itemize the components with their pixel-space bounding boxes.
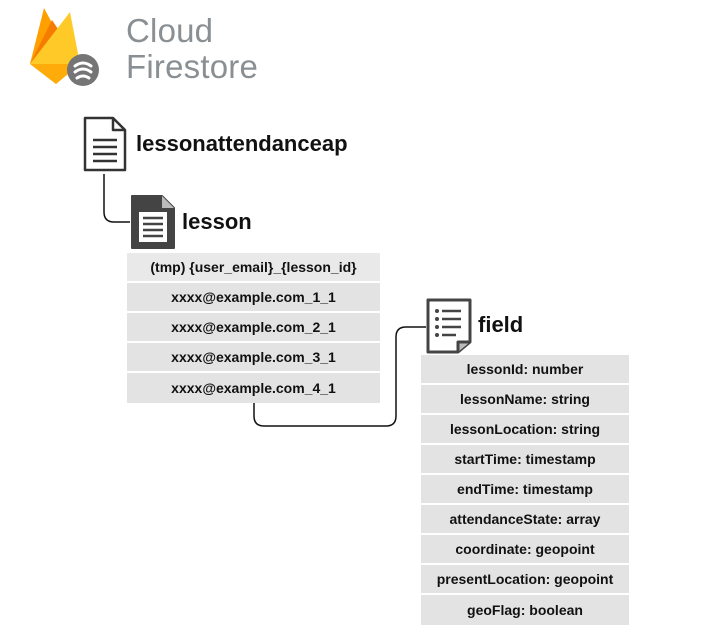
field-row-lessonlocation: lessonLocation: string (421, 415, 629, 445)
document-folded-icon (131, 195, 175, 249)
field-row-endtime: endTime: timestamp (421, 475, 629, 505)
lesson-id-pattern-header: (tmp) {user_email}_{lesson_id} (127, 253, 380, 283)
lesson-collection-name: lesson (182, 209, 252, 234)
collection-to-lesson-connector (103, 174, 130, 223)
document-list-icon (426, 298, 472, 354)
lesson-document-row: xxxx@example.com_2_1 (127, 313, 380, 343)
lesson-document-row: xxxx@example.com_3_1 (127, 343, 380, 373)
lesson-to-field-connector (253, 326, 426, 427)
field-row-lessonid: lessonId: number (421, 355, 629, 385)
lesson-documents-table: (tmp) {user_email}_{lesson_id} xxxx@exam… (127, 253, 380, 403)
field-row-coordinate: coordinate: geopoint (421, 535, 629, 565)
field-row-presentlocation: presentLocation: geopoint (421, 565, 629, 595)
lesson-document-row: xxxx@example.com_4_1 (127, 373, 380, 403)
field-row-geoflag: geoFlag: boolean (421, 595, 629, 625)
collection-name: lessonattendanceap (136, 131, 348, 156)
field-row-attendancestate: attendanceState: array (421, 505, 629, 535)
field-schema-table: lessonId: number lessonName: string less… (421, 355, 629, 625)
field-row-starttime: startTime: timestamp (421, 445, 629, 475)
brand-name-firestore: Firestore (126, 48, 258, 85)
lesson-document-row: xxxx@example.com_1_1 (127, 283, 380, 313)
firebase-logo-icon (30, 8, 99, 86)
field-row-lessonname: lessonName: string (421, 385, 629, 415)
document-outline-icon (83, 116, 127, 172)
field-name: field (478, 312, 524, 337)
brand-name-cloud: Cloud (126, 12, 214, 49)
